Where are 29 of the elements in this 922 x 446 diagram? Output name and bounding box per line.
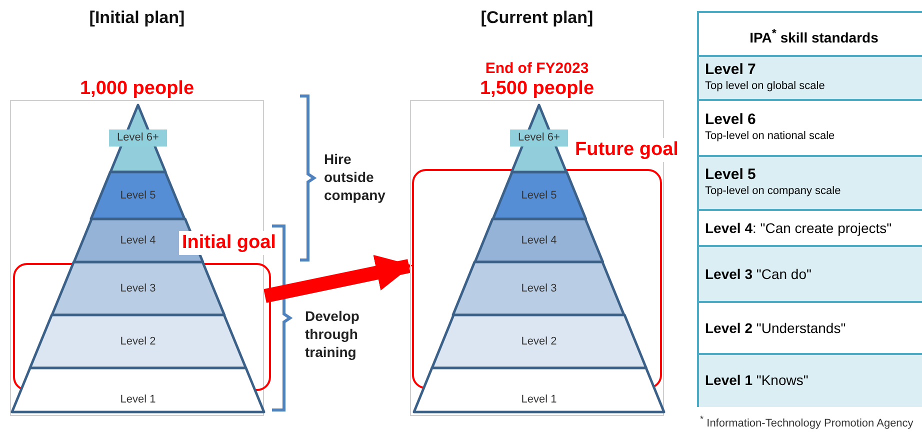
panel-heading: [Current plan] (480, 7, 594, 29)
level-label: Level 4 (521, 234, 557, 247)
level-label: Level 1 (120, 393, 156, 406)
level-label: Level 1 (521, 393, 557, 406)
level-label: Level 3 (120, 282, 156, 295)
level-label: Level 5 (120, 189, 156, 202)
bracket-note: Develop through training (305, 307, 360, 361)
table-cell: Level 3 "Can do" (699, 247, 922, 303)
level-label: Level 6+ (510, 129, 568, 146)
level-name: Level 7 (705, 61, 757, 79)
level-label: Level 4 (120, 234, 156, 247)
date-text: End of FY2023 (484, 60, 590, 78)
level-description: Top level on global scale (705, 79, 826, 93)
level-label: Level 5 (521, 189, 557, 202)
level-label: Level 6+ (109, 129, 167, 146)
footnote: $^{*}$ Information-Technology Promotion Agency (700, 413, 914, 431)
bracket-note: Hire outside company (324, 150, 386, 204)
level-label: Level 2 (120, 335, 156, 348)
panel-heading: [Initial plan] (88, 7, 186, 29)
table-cell: Level 1 "Knows" (699, 355, 922, 407)
headcount-text: 1,000 people (78, 78, 196, 100)
arrow (264, 254, 413, 303)
level-name: Level 6 (705, 111, 757, 129)
level-description: Top-level on national scale (705, 129, 836, 143)
headcount-text: 1,500 people (478, 78, 596, 100)
level-label: Level 3 (521, 282, 557, 295)
level-name: Level 5 (705, 166, 757, 184)
level-description: Top-level on company scale (705, 184, 842, 198)
level-label: Level 2 (521, 335, 557, 348)
